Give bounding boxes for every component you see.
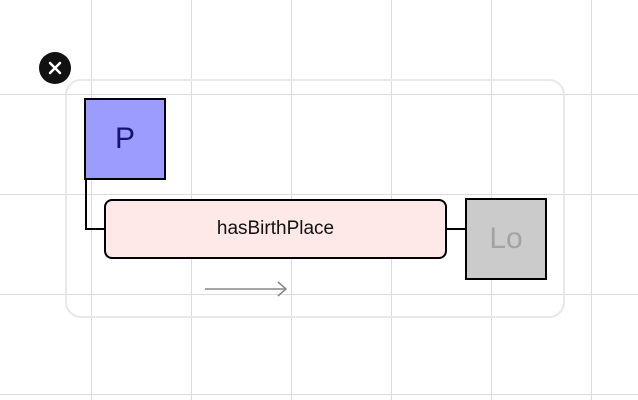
close-icon: [48, 61, 62, 75]
close-button[interactable]: [39, 52, 71, 84]
relation-box[interactable]: hasBirthPlace: [104, 199, 447, 259]
target-node-label: Lo: [489, 222, 523, 255]
relation-group-frame: [65, 79, 565, 318]
target-node[interactable]: Lo: [465, 198, 547, 280]
relation-label: hasBirthPlace: [216, 218, 335, 239]
source-node-label: P: [114, 122, 135, 155]
source-node[interactable]: P: [84, 98, 166, 180]
